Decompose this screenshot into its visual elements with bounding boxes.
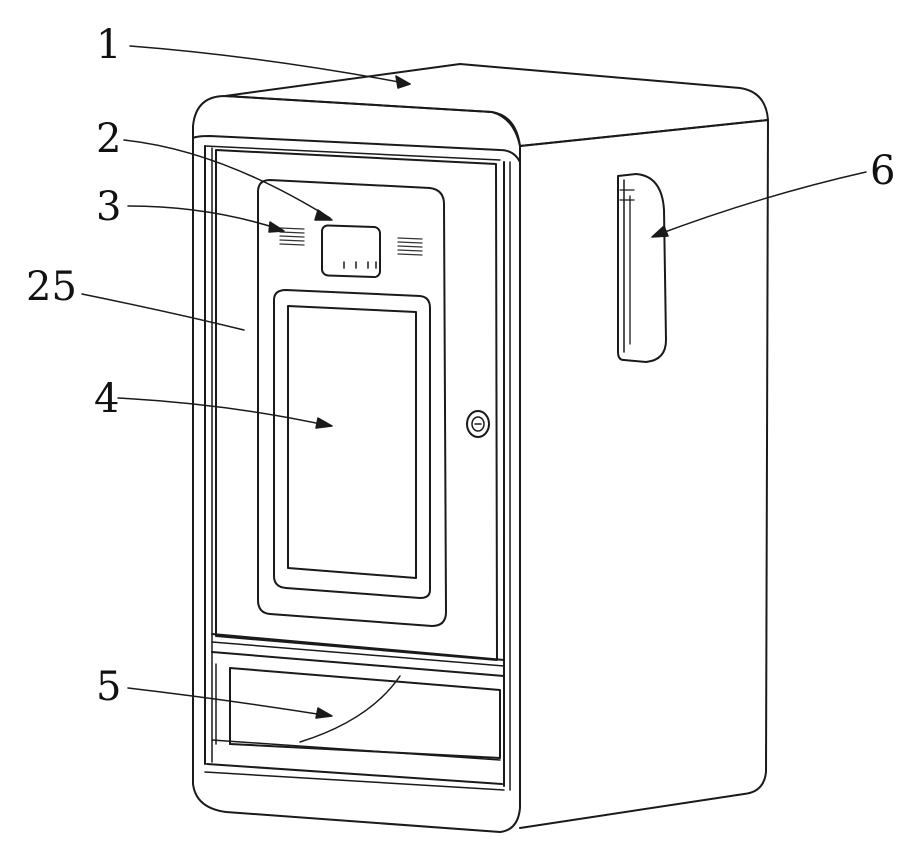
side-handle [618,174,666,362]
cabinet [193,64,768,832]
label-3: 3 [96,184,121,230]
label-1: 1 [96,22,121,68]
label-5: 5 [96,664,121,710]
speaker-grille-right [398,238,422,255]
side-panel [520,120,768,828]
reference-labels: 1 2 3 25 4 5 6 [26,22,895,710]
door-panel [212,150,504,666]
lock-icon [467,411,489,437]
screen-bezel [274,290,430,598]
base-front [193,770,520,832]
camera-module [322,225,380,277]
leader-lines [82,46,866,742]
label-2: 2 [96,116,121,162]
label-4: 4 [94,376,119,422]
label-6: 6 [870,148,895,194]
output-tray [212,652,504,760]
touch-screen [288,306,416,578]
top-cover [225,64,768,146]
label-25: 25 [26,264,77,310]
